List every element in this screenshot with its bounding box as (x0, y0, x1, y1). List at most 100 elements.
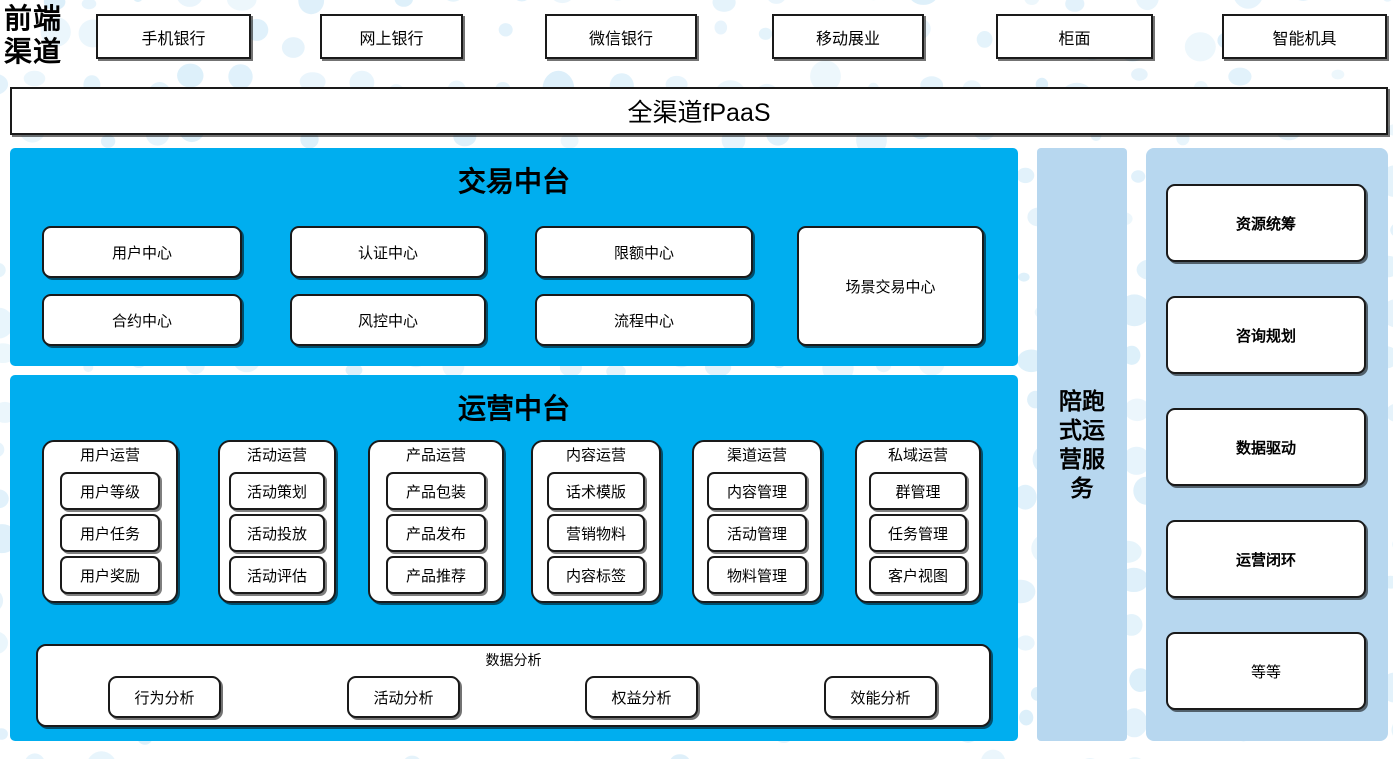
ops-item-4-1[interactable]: 话术模版 (547, 472, 645, 510)
trade-center-box-5[interactable]: 风控中心 (290, 294, 486, 346)
trade-center-box-label: 认证中心 (357, 244, 418, 262)
trade-center-box-4[interactable]: 合约中心 (42, 294, 242, 346)
channel-label-text: 前端渠道 (4, 4, 63, 68)
ops-item-3-3[interactable]: 产品推荐 (386, 556, 486, 594)
trade-center-box-3[interactable]: 限额中心 (535, 226, 753, 278)
ops-column-4: 内容运营话术模版营销物料内容标签 (531, 440, 661, 603)
trade-center-box-label: 风控中心 (357, 312, 418, 330)
ops-item-label: 用户等级 (79, 483, 140, 501)
channel-box-label: 移动展业 (815, 30, 880, 48)
service-capability-panel: 资源统筹咨询规划数据驱动运营闭环等等 (1146, 148, 1388, 741)
data-analysis-item-label: 活动分析 (373, 689, 434, 707)
ops-item-6-3[interactable]: 客户视图 (869, 556, 967, 594)
ops-column-1: 用户运营用户等级用户任务用户奖励 (42, 440, 178, 603)
data-analysis-item-1[interactable]: 行为分析 (108, 676, 221, 718)
trade-center-box-6[interactable]: 流程中心 (535, 294, 753, 346)
ops-item-1-1[interactable]: 用户等级 (60, 472, 160, 510)
ops-item-label: 客户视图 (887, 567, 948, 585)
data-analysis-item-2[interactable]: 活动分析 (347, 676, 460, 718)
ops-item-4-3[interactable]: 内容标签 (547, 556, 645, 594)
channel-box-1[interactable]: 手机银行 (96, 14, 251, 59)
service-item-label: 咨询规划 (1235, 327, 1296, 345)
service-item-label: 运营闭环 (1235, 551, 1296, 569)
ops-item-label: 用户奖励 (79, 567, 140, 585)
trade-center-box-label: 场景交易中心 (845, 278, 936, 296)
ops-item-label: 产品发布 (405, 525, 466, 543)
ops-item-label: 产品包装 (405, 483, 466, 501)
ops-item-3-1[interactable]: 产品包装 (386, 472, 486, 510)
ops-item-1-3[interactable]: 用户奖励 (60, 556, 160, 594)
channel-box-label: 网上银行 (359, 30, 424, 48)
service-item-2[interactable]: 咨询规划 (1166, 296, 1366, 374)
ops-item-4-2[interactable]: 营销物料 (547, 514, 645, 552)
ops-item-label: 任务管理 (887, 525, 948, 543)
ops-item-label: 内容管理 (726, 483, 787, 501)
ops-column-5: 渠道运营内容管理活动管理物料管理 (692, 440, 822, 603)
fpaas-label: 全渠道fPaaS (627, 99, 771, 127)
data-analysis-item-label: 权益分析 (611, 689, 672, 707)
ops-item-6-1[interactable]: 群管理 (869, 472, 967, 510)
ops-column-title: 产品运营 (405, 447, 466, 464)
trade-center-box-label: 用户中心 (111, 244, 172, 262)
ops-column-3: 产品运营产品包装产品发布产品推荐 (368, 440, 504, 603)
channel-box-label: 柜面 (1058, 30, 1091, 48)
ops-item-label: 活动管理 (726, 525, 787, 543)
ops-item-label: 话术模版 (565, 483, 626, 501)
ops-item-2-1[interactable]: 活动策划 (229, 472, 325, 510)
ops-item-label: 产品推荐 (405, 567, 466, 585)
trade-center-box-label: 限额中心 (613, 244, 674, 262)
ops-item-label: 物料管理 (726, 567, 787, 585)
trade-platform-panel: 交易中台 用户中心 认证中心 限额中心合约中心 风控中心 流程中心 场景交易中心 (10, 148, 1018, 366)
channel-box-label: 微信银行 (588, 30, 653, 48)
ops-item-3-2[interactable]: 产品发布 (386, 514, 486, 552)
ops-item-label: 群管理 (895, 483, 941, 501)
ops-column-title: 私域运营 (887, 447, 948, 464)
ops-item-label: 活动策划 (246, 483, 307, 501)
ops-column-title: 用户运营 (79, 447, 140, 464)
channel-box-4[interactable]: 移动展业 (772, 14, 924, 59)
data-analysis-item-4[interactable]: 效能分析 (824, 676, 937, 718)
ops-item-5-2[interactable]: 活动管理 (707, 514, 807, 552)
ops-item-6-2[interactable]: 任务管理 (869, 514, 967, 552)
ops-item-label: 活动评估 (246, 567, 307, 585)
trade-platform-title: 交易中台 (457, 166, 570, 197)
ops-platform-title: 运营中台 (457, 393, 570, 424)
trade-center-box-label: 流程中心 (613, 312, 674, 330)
service-item-label: 等等 (1250, 663, 1281, 681)
service-item-5[interactable]: 等等 (1166, 632, 1366, 710)
ops-item-label: 内容标签 (565, 567, 626, 585)
data-analysis-title: 数据分析 (485, 652, 542, 668)
service-item-3[interactable]: 数据驱动 (1166, 408, 1366, 486)
data-analysis-item-3[interactable]: 权益分析 (585, 676, 698, 718)
trade-center-box-2[interactable]: 认证中心 (290, 226, 486, 278)
channel-box-2[interactable]: 网上银行 (320, 14, 463, 59)
data-analysis-item-label: 效能分析 (850, 689, 911, 707)
ops-item-2-2[interactable]: 活动投放 (229, 514, 325, 552)
service-item-label: 资源统筹 (1235, 215, 1296, 233)
ops-item-1-2[interactable]: 用户任务 (60, 514, 160, 552)
ops-column-title: 内容运营 (565, 447, 626, 464)
data-analysis-item-label: 行为分析 (134, 689, 195, 707)
channel-box-6[interactable]: 智能机具 (1222, 14, 1387, 59)
channel-box-5[interactable]: 柜面 (996, 14, 1153, 59)
trade-center-box-label: 合约中心 (111, 312, 172, 330)
ops-column-6: 私域运营群管理任务管理客户视图 (855, 440, 981, 603)
channel-box-3[interactable]: 微信银行 (545, 14, 697, 59)
service-item-1[interactable]: 资源统筹 (1166, 184, 1366, 262)
data-analysis-box: 数据分析 行为分析 活动分析 权益分析 效能分析 (36, 644, 991, 727)
trade-center-box-1[interactable]: 用户中心 (42, 226, 242, 278)
service-item-4[interactable]: 运营闭环 (1166, 520, 1366, 598)
ops-item-5-3[interactable]: 物料管理 (707, 556, 807, 594)
ops-item-label: 用户任务 (79, 525, 140, 543)
trade-center-box-7[interactable]: 场景交易中心 (797, 226, 984, 346)
ops-item-5-1[interactable]: 内容管理 (707, 472, 807, 510)
ops-item-label: 活动投放 (246, 525, 307, 543)
accompany-service-column: 陪跑式运营服务 (1037, 148, 1127, 741)
ops-item-2-3[interactable]: 活动评估 (229, 556, 325, 594)
ops-column-title: 活动运营 (246, 447, 307, 464)
ops-column-2: 活动运营活动策划活动投放活动评估 (218, 440, 336, 603)
fpaas-bar[interactable]: 全渠道fPaaS (10, 87, 1388, 135)
channel-box-label: 手机银行 (141, 30, 206, 48)
ops-item-label: 营销物料 (565, 525, 626, 543)
